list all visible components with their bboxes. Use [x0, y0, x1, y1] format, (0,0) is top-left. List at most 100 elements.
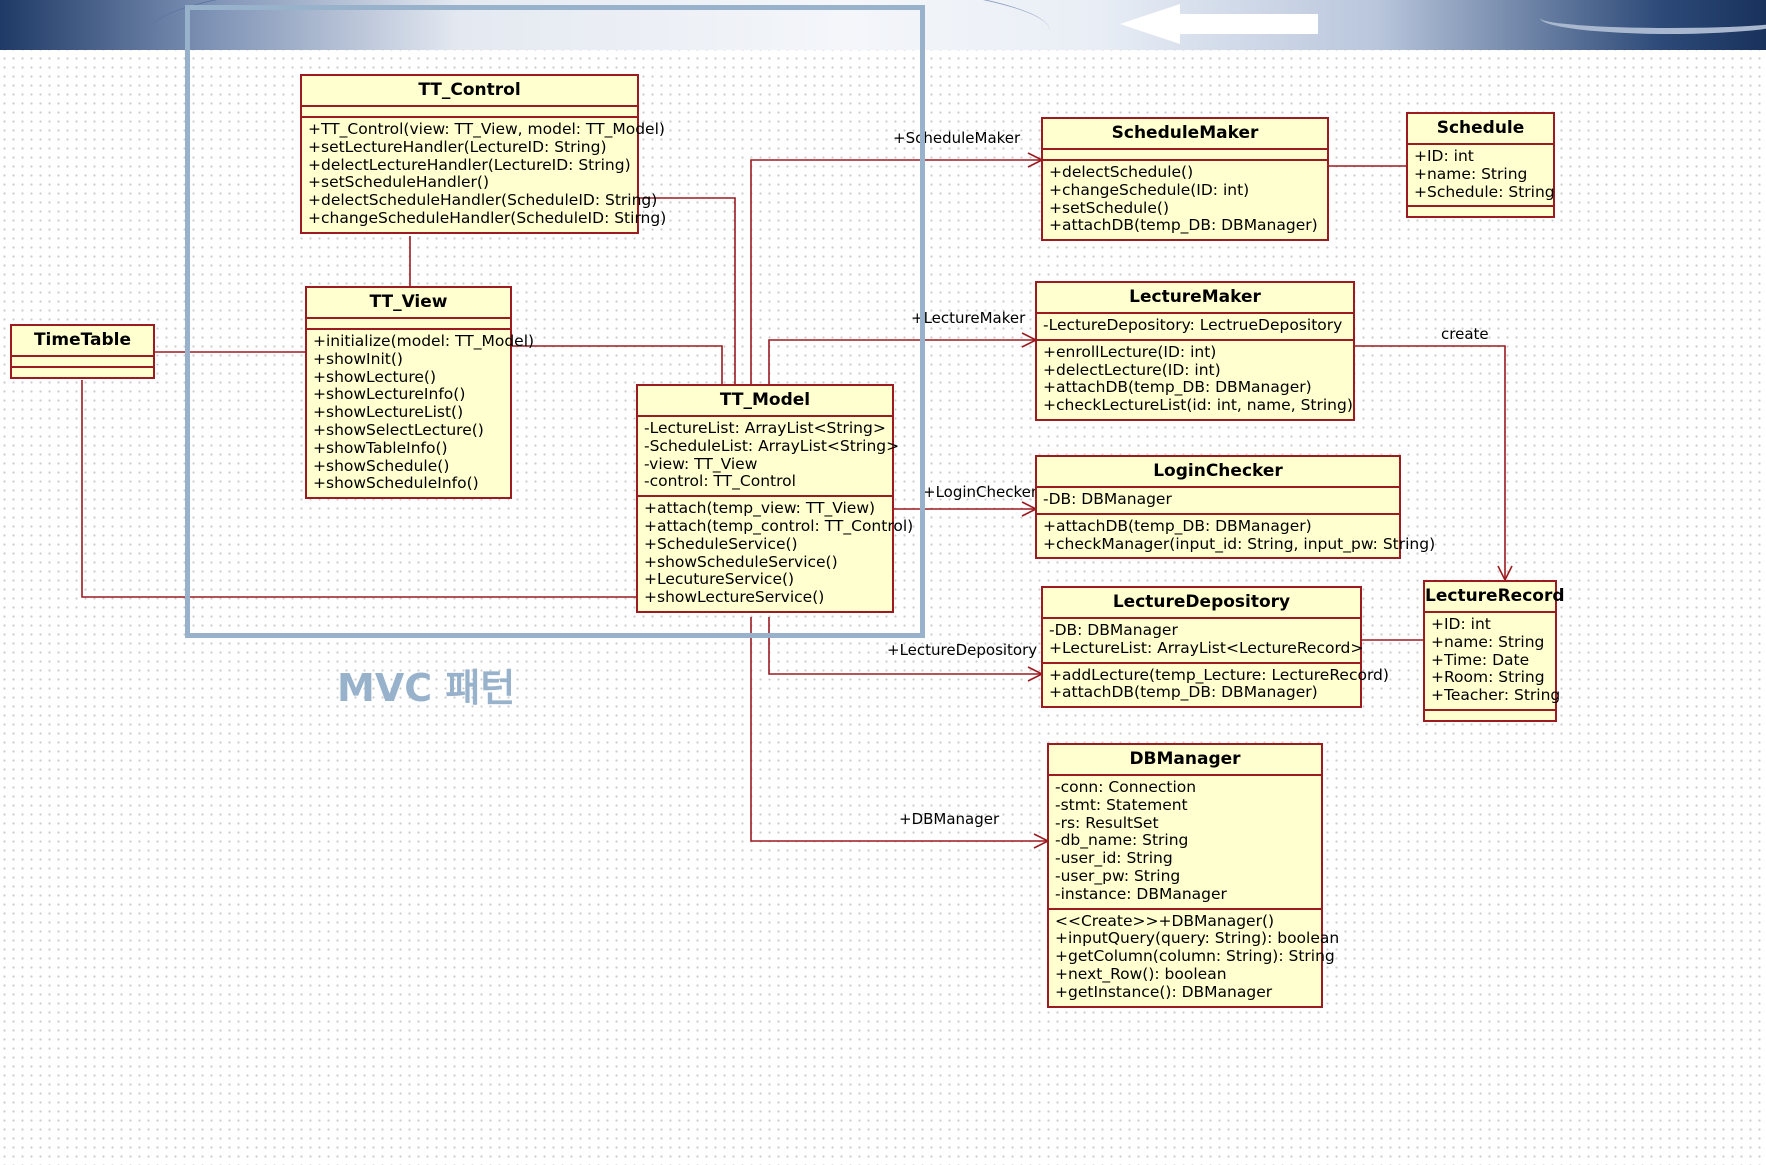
class-name: DBManager	[1049, 745, 1321, 776]
class-operation: +inputQuery(query: String): boolean	[1055, 929, 1340, 948]
attribute-compartment	[307, 319, 510, 330]
class-operation: +attachDB(temp_DB: DBManager)	[1043, 516, 1312, 535]
class-attribute: +Room: String	[1431, 668, 1545, 687]
attribute-compartment: -LectureDepository: LectrueDepository	[1037, 314, 1353, 341]
operation-compartment: <<Create>>+DBManager()+inputQuery(query:…	[1049, 910, 1340, 1006]
link-lecturemaker-lecturerecord	[1355, 345, 1506, 580]
class-attribute: -ScheduleList: ArrayList<String>	[644, 436, 900, 455]
class-operation: +showInit()	[313, 349, 403, 368]
label-dbmanager-role: +DBManager	[899, 810, 1000, 828]
class-attribute: +name: String	[1414, 164, 1528, 183]
class-operation: +LecutureService()	[644, 570, 795, 589]
class-attribute: +Time: Date	[1431, 650, 1530, 669]
operation-compartment: +enrollLecture(ID: int)+delectLecture(ID…	[1037, 341, 1353, 419]
class-operation: +setLectureHandler(LectureID: String)	[308, 137, 607, 156]
operation-compartment: +delectSchedule()+changeSchedule(ID: int…	[1043, 161, 1327, 239]
class-attribute: -user_id: String	[1055, 849, 1173, 868]
class-operation: +showSchedule()	[313, 456, 450, 475]
class-operation: +ScheduleService()	[644, 534, 798, 553]
link-model-lecturemaker	[768, 339, 1036, 385]
class-operation: +attachDB(temp_DB: DBManager)	[1049, 216, 1318, 235]
label-create: create	[1441, 325, 1489, 343]
operation-compartment: +attachDB(temp_DB: DBManager)+checkManag…	[1037, 515, 1436, 558]
attribute-compartment: -LectureList: ArrayList<String>-Schedule…	[638, 417, 900, 498]
class-name: LectureRecord	[1425, 582, 1565, 613]
class-operation: +TT_Control(view: TT_View, model: TT_Mod…	[308, 120, 665, 138]
class-attribute: +ID: int	[1414, 147, 1474, 165]
class-operation: +showScheduleService()	[644, 552, 838, 571]
class-attribute: +Schedule: String	[1414, 182, 1555, 201]
label-loginchecker-role: +LoginChecker	[923, 483, 1038, 501]
attribute-compartment: -conn: Connection-stmt: Statement-rs: Re…	[1049, 776, 1321, 910]
class-operation: +showLectureInfo()	[313, 385, 466, 404]
class-operation: +addLecture(temp_Lecture: LectureRecord)	[1049, 665, 1389, 684]
class-lecturemaker[interactable]: LectureMaker -LectureDepository: Lectrue…	[1035, 281, 1355, 421]
banner-swoosh-decoration	[1540, 2, 1766, 34]
attribute-compartment	[302, 107, 637, 118]
mvc-pattern-label: MVC 패턴	[337, 666, 516, 710]
class-operation: +showLectureList()	[313, 403, 464, 422]
class-tt-control[interactable]: TT_Control +TT_Control(view: TT_View, mo…	[300, 74, 666, 234]
class-operation: +next_Row(): boolean	[1055, 964, 1227, 983]
class-dbmanager[interactable]: DBManager -conn: Connection-stmt: Statem…	[1047, 743, 1340, 1008]
class-operation: +delectLecture(ID: int)	[1043, 360, 1221, 379]
link-control-model	[639, 197, 736, 385]
class-name: ScheduleMaker	[1043, 119, 1327, 150]
class-timetable[interactable]: TimeTable	[10, 324, 155, 379]
class-operation: +attach(temp_view: TT_View)	[644, 499, 876, 518]
class-attribute: -rs: ResultSet	[1055, 813, 1159, 832]
class-attribute: -DB: DBManager	[1049, 621, 1178, 639]
label-lecturedepository-role: +LectureDepository	[887, 641, 1038, 659]
class-operation: +setSchedule()	[1049, 198, 1169, 217]
class-attribute: -LectureDepository: LectrueDepository	[1043, 316, 1343, 334]
operation-compartment: +attach(temp_view: TT_View)+attach(temp_…	[638, 497, 913, 611]
class-operation: +setScheduleHandler()	[308, 173, 490, 192]
class-operation: +showLecture()	[313, 367, 437, 386]
class-name: LectureDepository	[1043, 588, 1360, 619]
class-attribute: +LectureList: ArrayList<LectureRecord>	[1049, 638, 1364, 657]
class-operation: +delectLectureHandler(LectureID: String)	[308, 155, 631, 174]
operation-compartment	[1408, 207, 1553, 216]
class-lecturedepository[interactable]: LectureDepository -DB: DBManager+Lecture…	[1041, 586, 1389, 709]
class-attribute: -view: TT_View	[644, 454, 758, 473]
operation-compartment: +initialize(model: TT_Model)+showInit()+…	[307, 330, 534, 497]
class-operation: +getColumn(column: String): String	[1055, 947, 1335, 966]
class-lecturerecord[interactable]: LectureRecord +ID: int+name: String+Time…	[1423, 580, 1565, 722]
class-tt-model[interactable]: TT_Model -LectureList: ArrayList<String>…	[636, 384, 913, 613]
attribute-compartment: +ID: int+name: String+Time: Date+Room: S…	[1425, 613, 1561, 711]
class-operation: +changeSchedule(ID: int)	[1049, 180, 1250, 199]
class-attribute: -LectureList: ArrayList<String>	[644, 419, 886, 437]
attribute-compartment: -DB: DBManager	[1037, 488, 1399, 515]
class-attribute: -instance: DBManager	[1055, 884, 1227, 903]
class-loginchecker[interactable]: LoginChecker -DB: DBManager +attachDB(te…	[1035, 455, 1436, 560]
attribute-compartment: +ID: int+name: String+Schedule: String	[1408, 145, 1555, 208]
operation-compartment: +addLecture(temp_Lecture: LectureRecord)…	[1043, 664, 1389, 707]
banner-arrow-tail-decoration	[1178, 14, 1318, 34]
class-attribute: +Teacher: String	[1431, 686, 1561, 705]
class-name: TT_Control	[302, 76, 637, 107]
attribute-compartment	[12, 357, 153, 368]
class-operation: +delectSchedule()	[1049, 163, 1194, 181]
class-operation: +showTableInfo()	[313, 438, 448, 457]
attribute-compartment	[1043, 150, 1327, 161]
operation-compartment	[12, 368, 153, 377]
label-lecturemaker-role: +LectureMaker	[911, 309, 1026, 327]
class-operation: +showScheduleInfo()	[313, 474, 479, 493]
link-model-dbmanager	[750, 617, 1048, 842]
class-operation: +showSelectLecture()	[313, 420, 484, 439]
class-schedule[interactable]: Schedule +ID: int+name: String+Schedule:…	[1406, 112, 1555, 219]
class-attribute: -stmt: Statement	[1055, 795, 1188, 814]
link-view-model	[512, 345, 723, 385]
class-name: TT_View	[307, 288, 510, 319]
class-schedulemaker[interactable]: ScheduleMaker +delectSchedule()+changeSc…	[1041, 117, 1329, 242]
class-attribute: +ID: int	[1431, 615, 1491, 633]
class-name: TT_Model	[638, 386, 892, 417]
class-attribute: -DB: DBManager	[1043, 490, 1172, 508]
link-timetable-model	[81, 380, 637, 598]
class-name: Schedule	[1408, 114, 1553, 145]
operation-compartment: +TT_Control(view: TT_View, model: TT_Mod…	[302, 118, 666, 232]
label-schedulemaker-role: +ScheduleMaker	[893, 129, 1021, 147]
class-operation: +checkManager(input_id: String, input_pw…	[1043, 534, 1436, 553]
class-name: TimeTable	[12, 326, 153, 357]
class-tt-view[interactable]: TT_View +initialize(model: TT_Model)+sho…	[305, 286, 534, 500]
